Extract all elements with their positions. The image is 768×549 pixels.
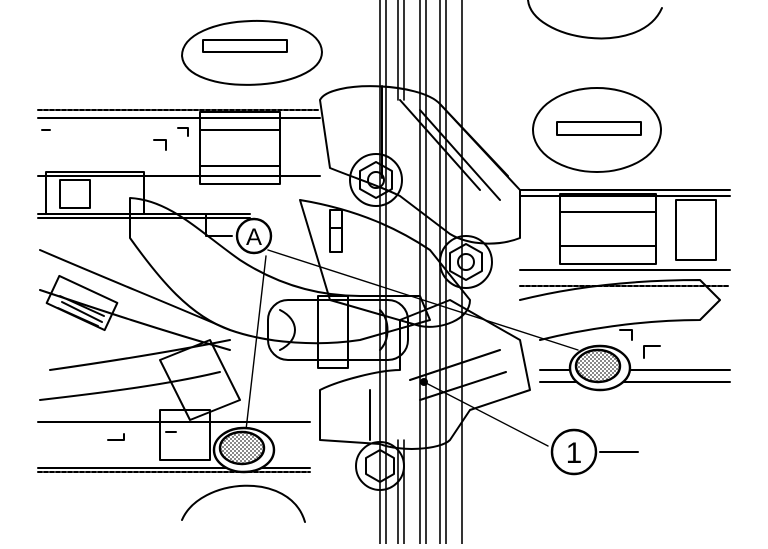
view-marker-top-right bbox=[527, 0, 663, 40]
view-marker-right bbox=[532, 87, 662, 173]
leader-dot-1 bbox=[420, 378, 428, 386]
exhaust-pipe-main bbox=[39, 197, 431, 401]
callout-a-label: A bbox=[246, 224, 262, 251]
rubber-insulator-left bbox=[212, 426, 276, 474]
mounting-nut-center bbox=[439, 235, 493, 289]
exhaust-pipe-lower-elbow bbox=[319, 299, 531, 450]
brake-pipe-bracket bbox=[205, 213, 233, 237]
center-bracket bbox=[299, 199, 471, 328]
exhaust-pipe-left-stub bbox=[159, 339, 241, 421]
exhaust-pipe-right-tail bbox=[519, 279, 721, 341]
mounting-nut-lower bbox=[355, 441, 405, 491]
crossmember-left-upper bbox=[37, 109, 321, 219]
leader-line-1 bbox=[423, 381, 549, 447]
leader-line-a-to-right-insulator bbox=[267, 249, 579, 351]
crossmember-right bbox=[519, 189, 731, 383]
callout-1: 1 bbox=[550, 428, 598, 476]
callout-1-label: 1 bbox=[566, 437, 583, 470]
heat-insulator bbox=[267, 295, 409, 369]
view-marker-bottom-left bbox=[181, 484, 306, 523]
callout-a: A bbox=[235, 217, 273, 255]
mounting-nut-upper bbox=[349, 153, 403, 207]
center-tunnel-member bbox=[379, 0, 463, 545]
exhaust-pipe-upper-elbow bbox=[319, 85, 521, 245]
leader-line-a-to-left-insulator bbox=[245, 255, 267, 431]
rubber-insulator-right bbox=[568, 344, 632, 392]
view-marker-top-left bbox=[181, 20, 323, 86]
